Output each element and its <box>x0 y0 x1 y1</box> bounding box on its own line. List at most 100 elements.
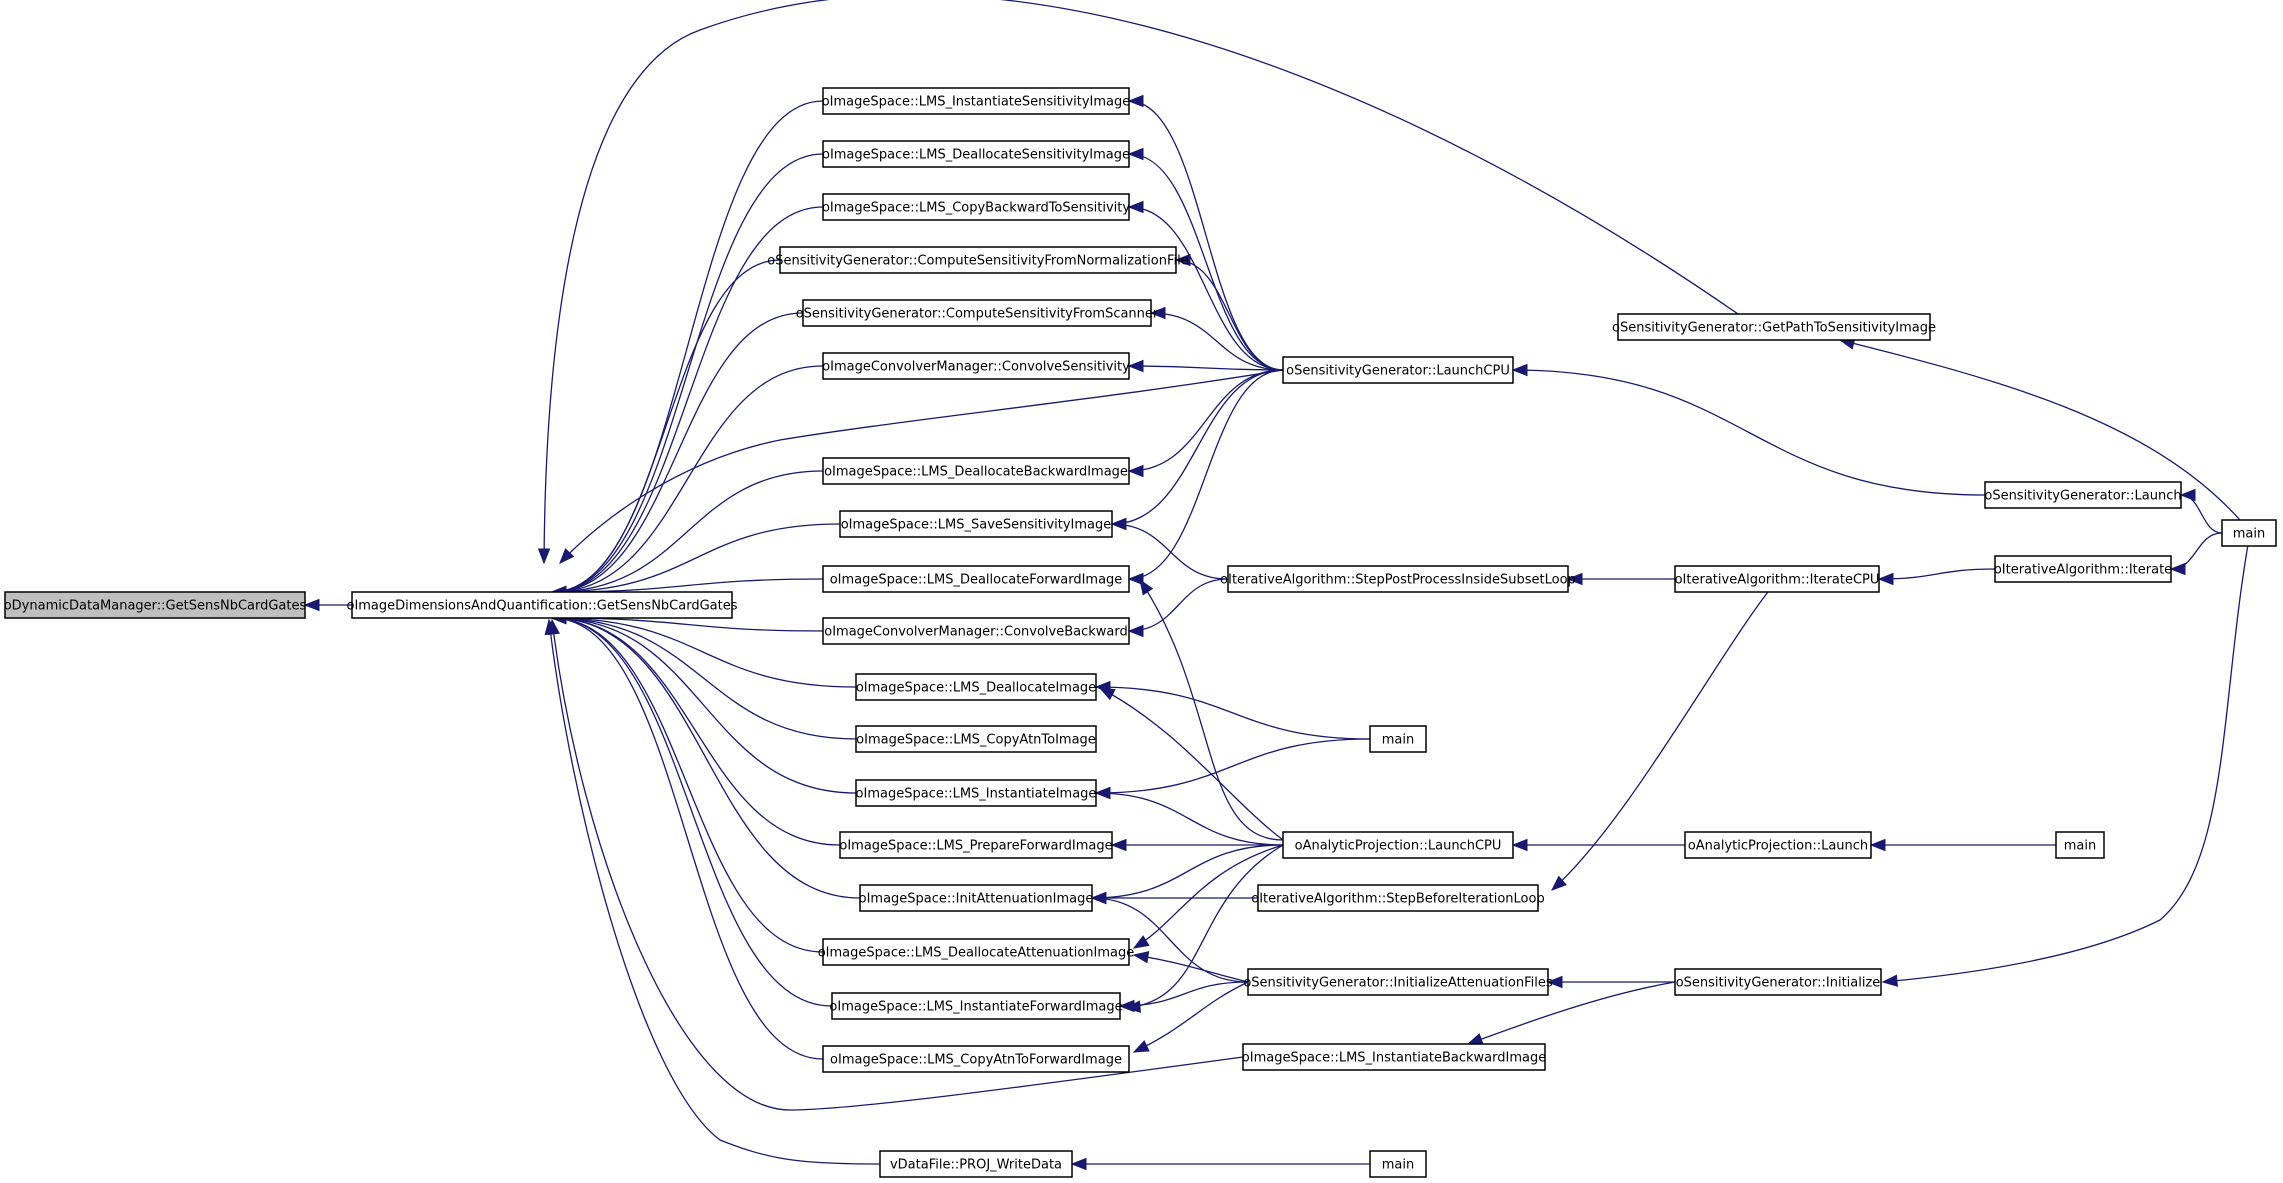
edge-n24-to-n14 <box>1094 786 1284 846</box>
node-oimagespace-lms-copybackwardtosensitivity[interactable]: oImageSpace::LMS_CopyBackwardToSensitivi… <box>822 193 1130 221</box>
edge-n35-to-n30 <box>2179 488 2223 534</box>
node-oimagespace-lms-instantiateimage[interactable]: oImageSpace::LMS_InstantiateImage <box>855 779 1097 807</box>
arrowhead <box>1094 786 1111 800</box>
node-box <box>2221 519 2277 547</box>
node-label: oSensitivityGenerator::GetPathToSensitiv… <box>1612 321 1936 336</box>
edge-line <box>1128 100 1284 371</box>
node-box <box>4 591 306 619</box>
node-oanalyticprojection-launchcpu[interactable]: oAnalyticProjection::LaunchCPU <box>1282 831 1514 859</box>
edge-n21-to-n7 <box>1127 359 1284 373</box>
node-oimagespace-lms-savesensitivityimage[interactable]: oImageSpace::LMS_SaveSensitivityImage <box>839 510 1113 538</box>
edge-line <box>1099 687 1284 841</box>
node-oiterativealgorithm-stepbeforeiterationloop[interactable]: oIterativeAlgorithm::StepBeforeIteration… <box>1251 884 1545 912</box>
edge-line <box>551 100 824 593</box>
node-box <box>855 725 1097 753</box>
arrowhead <box>1127 572 1144 586</box>
node-label: oImageDimensionsAndQuantification::GetSe… <box>346 599 737 614</box>
edge-line <box>1139 579 1284 841</box>
node-main[interactable]: main <box>2221 519 2277 547</box>
edge-n32-to-n24 <box>1511 838 1686 852</box>
node-oimagespace-lms-instantiateforwardimage[interactable]: oImageSpace::LMS_InstantiateForwardImage <box>829 992 1123 1020</box>
edge-line <box>1878 568 1996 580</box>
node-label: oDynamicDataManager::GetSensNbCardGates <box>4 599 307 614</box>
node-box <box>822 617 1130 645</box>
node-box <box>822 1045 1130 1073</box>
edge-line <box>1128 369 1284 580</box>
node-oimagespace-lms-deallocateimage[interactable]: oImageSpace::LMS_DeallocateImage <box>855 673 1097 701</box>
node-oiterativealgorithm-iterate[interactable]: oIterativeAlgorithm::Iterate <box>1994 555 2172 583</box>
node-box <box>1617 313 1931 341</box>
node-label: oSensitivityGenerator::InitializeAttenua… <box>1243 976 1553 991</box>
edge-n16-to-n1 <box>550 611 861 899</box>
node-osensitivitygenerator-initialize[interactable]: oSensitivityGenerator::Initialize <box>1674 968 1882 996</box>
node-label: oImageSpace::LMS_InstantiateBackwardImag… <box>1242 1051 1546 1066</box>
node-oimagespace-initattenuationimage[interactable]: oImageSpace::InitAttenuationImage <box>859 884 1094 912</box>
arrowhead <box>1110 517 1127 531</box>
node-box <box>855 779 1097 807</box>
node-oimageconvolvermanager-convolvesensitivity[interactable]: oImageConvolverManager::ConvolveSensitiv… <box>822 352 1130 380</box>
node-oimagespace-lms-instantiatebackwardimage[interactable]: oImageSpace::LMS_InstantiateBackwardImag… <box>1242 1043 1546 1071</box>
arrowhead <box>1127 464 1144 478</box>
edge-line <box>551 617 841 846</box>
node-box <box>822 87 1130 115</box>
edge-line <box>1467 981 1676 1045</box>
node-oimagespace-lms-deallocateattenuationimage[interactable]: oImageSpace::LMS_DeallocateAttenuationIm… <box>818 938 1135 966</box>
node-osensitivitygenerator-computesensitivityfromnormalizationfile[interactable]: oSensitivityGenerator::ComputeSensitivit… <box>767 246 1189 274</box>
arrowhead <box>1881 974 1899 987</box>
node-oiterativealgorithm-steppostprocessinsidesubsetloop[interactable]: oIterativeAlgorithm::StepPostProcessInsi… <box>1220 565 1576 593</box>
edge-n18-to-n1 <box>550 611 833 1007</box>
node-label: oSensitivityGenerator::ComputeSensitivit… <box>796 307 1159 322</box>
edge-line <box>1133 954 1249 983</box>
edge-n2-to-n1 <box>550 100 824 599</box>
edge-n6-to-n1 <box>550 312 804 599</box>
node-oimagespace-lms-deallocateforwardimage[interactable]: oImageSpace::LMS_DeallocateForwardImage <box>822 565 1130 593</box>
node-oimagespace-lms-prepareforwardimage[interactable]: oImageSpace::LMS_PrepareForwardImage <box>839 831 1113 859</box>
edge-line <box>1512 369 1986 496</box>
node-oimagespace-lms-instantiatesensitivityimage[interactable]: oImageSpace::LMS_InstantiateSensitivityI… <box>822 87 1131 115</box>
node-box <box>779 246 1177 274</box>
node-osensitivitygenerator-computesensitivityfromscanner[interactable]: oSensitivityGenerator::ComputeSensitivit… <box>796 299 1159 327</box>
node-box <box>822 193 1130 221</box>
edge-line <box>1119 981 1249 1007</box>
edge-line <box>1150 312 1284 371</box>
node-oanalyticprojection-launch[interactable]: oAnalyticProjection::Launch <box>1684 831 1872 859</box>
node-osensitivitygenerator-launchcpu[interactable]: oSensitivityGenerator::LaunchCPU <box>1282 356 1514 384</box>
node-oimagespace-lms-copyatntoforwardimage[interactable]: oImageSpace::LMS_CopyAtnToForwardImage <box>822 1045 1130 1073</box>
node-main[interactable]: main <box>1369 725 1427 753</box>
node-oimagespace-lms-copyatntoimage[interactable]: oImageSpace::LMS_CopyAtnToImage <box>855 725 1097 753</box>
edge-line <box>543 0 1739 564</box>
node-main[interactable]: main <box>1369 1150 1427 1178</box>
node-label: oAnalyticProjection::LaunchCPU <box>1295 839 1502 854</box>
node-osensitivitygenerator-initializeattenuationfiles[interactable]: oSensitivityGenerator::InitializeAttenua… <box>1243 968 1553 996</box>
node-box <box>1674 565 1880 593</box>
edge-line <box>1128 578 1229 632</box>
edge-line <box>1111 369 1284 525</box>
edge-line <box>551 617 857 688</box>
node-osensitivitygenerator-getpathtosensitivityimage[interactable]: oSensitivityGenerator::GetPathToSensitiv… <box>1612 313 1936 341</box>
arrowhead <box>2179 488 2196 502</box>
node-oiterativealgorithm-iteratecpu[interactable]: oIterativeAlgorithm::IterateCPU <box>1674 565 1880 593</box>
edge-line <box>2170 532 2223 570</box>
edge-line <box>1133 981 1249 1053</box>
node-label: oIterativeAlgorithm::StepPostProcessInsi… <box>1220 573 1576 588</box>
edge-n33-to-n27 <box>1466 981 1676 1045</box>
node-oimagespace-lms-deallocatesensitivityimage[interactable]: oImageSpace::LMS_DeallocateSensitivityIm… <box>822 140 1130 168</box>
node-label: oImageSpace::LMS_SaveSensitivityImage <box>841 518 1112 533</box>
edge-line <box>1095 738 1371 794</box>
node-oimagedimensionsandquantification-getsensnbcardgates[interactable]: oImageDimensionsAndQuantification::GetSe… <box>346 591 738 619</box>
node-oimagespace-lms-deallocatebackwardimage[interactable]: oImageSpace::LMS_DeallocateBackwardImage <box>822 457 1130 485</box>
edge-n19-to-n1 <box>550 611 824 1060</box>
node-osensitivitygenerator-launch[interactable]: oSensitivityGenerator::Launch <box>1984 481 2182 509</box>
arrowhead <box>1127 94 1144 108</box>
arrowhead <box>1127 624 1144 638</box>
edge-line <box>1091 897 1249 983</box>
node-odynamicdatamanager-getsensnbcardgates[interactable]: oDynamicDataManager::GetSensNbCardGates <box>4 591 307 619</box>
node-oimageconvolvermanager-convolvebackward[interactable]: oImageConvolverManager::ConvolveBackward <box>822 617 1130 645</box>
arrowhead <box>1149 306 1166 320</box>
arrowhead <box>1877 572 1894 586</box>
edge-n30-to-n21 <box>1511 363 1986 496</box>
edge-line <box>1128 153 1284 371</box>
node-main[interactable]: main <box>2055 831 2105 859</box>
node-vdatafile-proj-writedata[interactable]: vDataFile::PROJ_WriteData <box>879 1150 1073 1178</box>
